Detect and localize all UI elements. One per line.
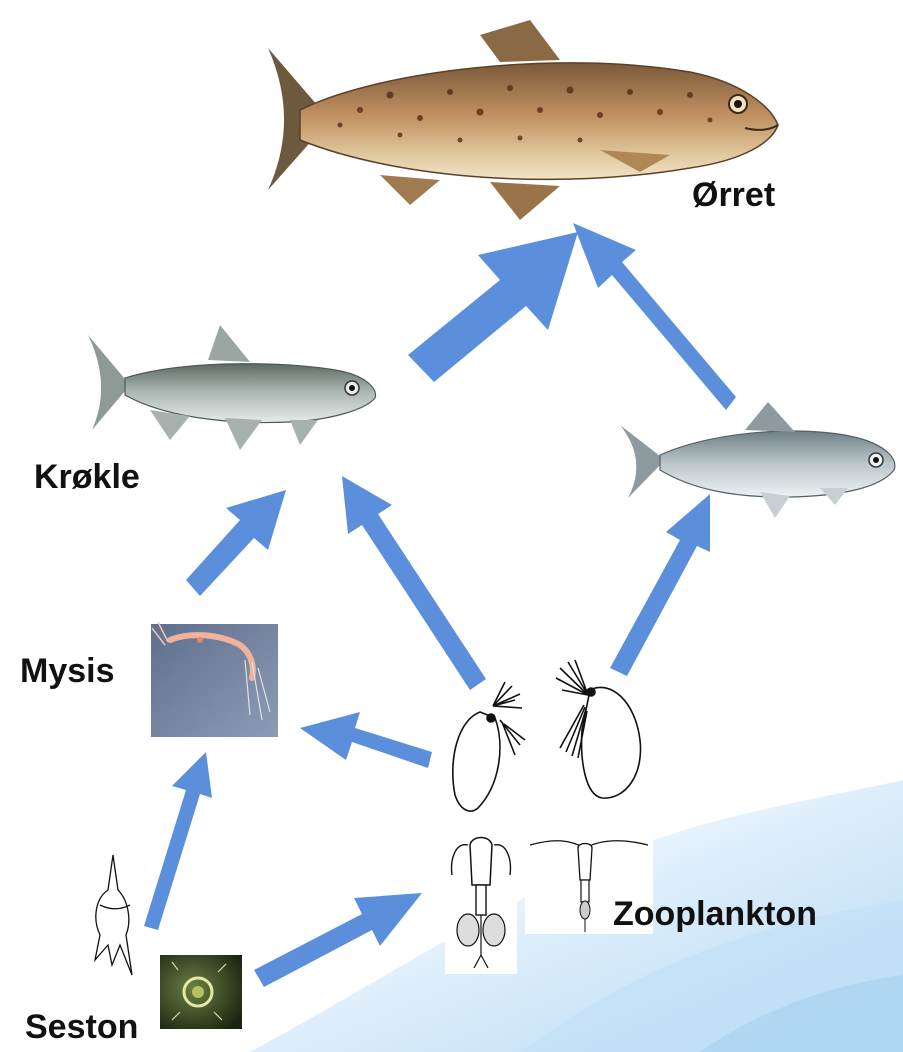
arrow-smelt-to-trout: [408, 232, 578, 382]
arrow-zooplankton-to-whitefish: [610, 494, 710, 676]
arrow-zooplankton-to-mysis: [300, 712, 432, 768]
seston-label: Seston: [25, 1008, 138, 1047]
smelt-fish-icon: [88, 325, 376, 450]
arrow-mysis-to-smelt: [186, 490, 286, 596]
algae-cell-icon: [160, 955, 242, 1029]
arrow-whitefish-to-trout: [573, 223, 736, 410]
mysis-shrimp-icon: [151, 622, 278, 737]
arrow-zooplankton-to-smelt: [342, 476, 486, 690]
smelt-label: Krøkle: [34, 458, 140, 497]
daphnia-icon: [453, 682, 525, 811]
arrow-seston-to-mysis: [144, 752, 212, 930]
trout-label: Ørret: [692, 176, 775, 215]
mysis-label: Mysis: [20, 652, 115, 691]
copepod-icon: [445, 828, 517, 974]
dinoflagellate-icon: [95, 855, 132, 975]
zooplankton-label: Zooplankton: [613, 895, 817, 934]
daphnia-icon: [556, 660, 641, 798]
whitefish-fish-icon: [620, 402, 895, 518]
